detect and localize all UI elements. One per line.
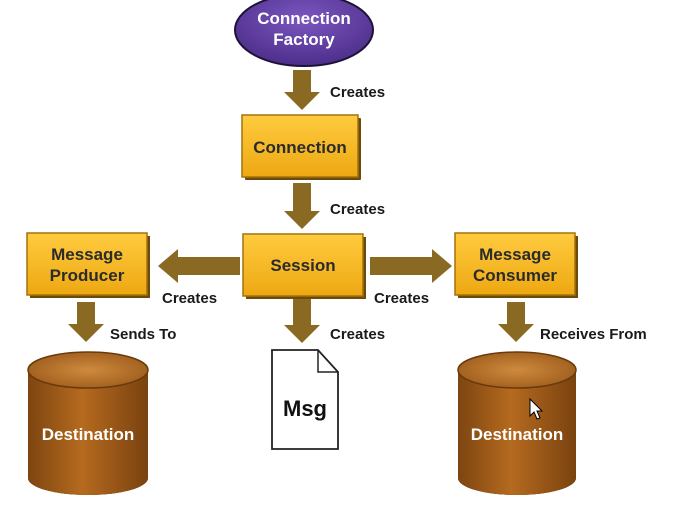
edge-label-connection-to-session: Creates xyxy=(330,201,385,218)
edge-label-session-to-msg: Creates xyxy=(330,326,385,343)
connection-node: Connection xyxy=(241,114,361,180)
destination-left-node: Destination xyxy=(27,351,149,495)
session-node: Session xyxy=(242,233,366,299)
msg-label: Msg xyxy=(283,396,327,421)
edge-label-session-to-producer: Creates xyxy=(162,290,217,307)
arrow-connection-to-session xyxy=(284,183,320,229)
arrow-consumer-to-destination xyxy=(498,302,534,342)
document-icon xyxy=(271,349,339,450)
destination-left-label: Destination xyxy=(42,425,135,444)
arrow-producer-to-destination xyxy=(68,302,104,342)
arrow-session-to-consumer xyxy=(370,249,452,283)
arrows-group xyxy=(68,70,534,343)
destination-right-node: Destination xyxy=(457,351,577,495)
destination-right-label: Destination xyxy=(471,425,564,444)
message-consumer-line1: Message xyxy=(479,245,551,264)
connection-factory-node: Connection Factory xyxy=(234,0,374,67)
message-consumer-line2: Consumer xyxy=(473,266,557,285)
edge-label-producer-to-destination: Sends To xyxy=(110,326,176,343)
message-producer-node: Message Producer xyxy=(26,232,150,298)
connection-factory-line2: Factory xyxy=(273,30,335,49)
edge-label-session-to-consumer: Creates xyxy=(374,290,429,307)
msg-document-node: Msg xyxy=(271,349,339,450)
connection-label: Connection xyxy=(253,138,347,157)
arrow-session-to-producer xyxy=(158,249,240,283)
connection-factory-line1: Connection xyxy=(257,9,351,28)
arrow-session-to-msg xyxy=(284,299,320,343)
edge-label-consumer-from-destination: Receives From xyxy=(540,326,647,343)
mouse-pointer-icon xyxy=(529,397,544,420)
message-consumer-node: Message Consumer xyxy=(454,232,578,298)
arrow-factory-to-connection xyxy=(284,70,320,110)
edge-label-factory-to-connection: Creates xyxy=(330,84,385,101)
message-producer-line2: Producer xyxy=(50,266,125,285)
message-producer-line1: Message xyxy=(51,245,123,264)
session-label: Session xyxy=(270,256,335,275)
